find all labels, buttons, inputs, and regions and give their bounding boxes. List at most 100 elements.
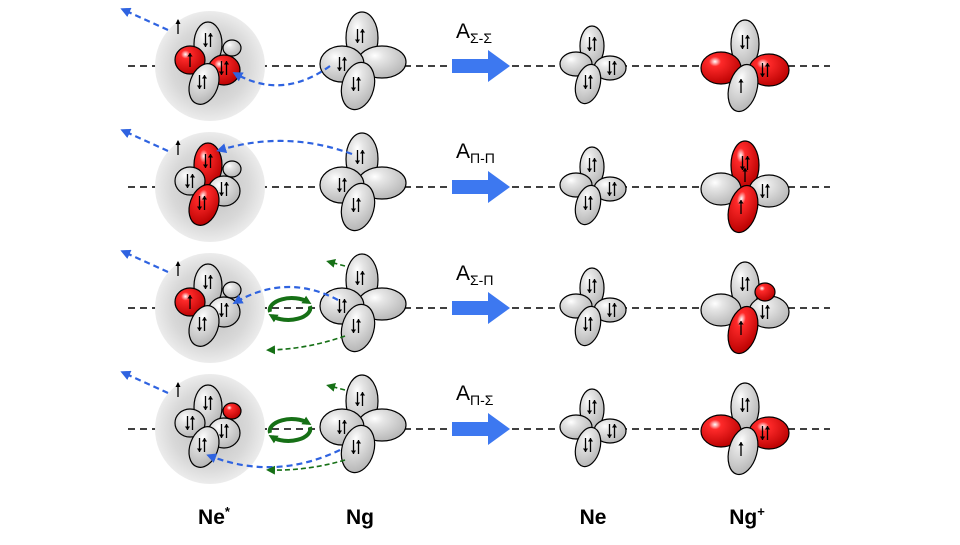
spin-arrowhead xyxy=(611,303,618,307)
spin-arrowhead xyxy=(611,182,618,186)
orbital-lobe-left xyxy=(174,287,206,317)
ne-lobe-right xyxy=(593,55,627,81)
spin-arrowhead xyxy=(355,319,362,323)
ng-lobe-bottom xyxy=(340,61,376,111)
spin-arrowhead xyxy=(223,303,230,307)
spin-arrowhead xyxy=(223,182,230,186)
orbital-lobe-small xyxy=(222,160,242,178)
amplitude-label-row-3: AΣ-Π xyxy=(456,262,494,289)
spin-arrowhead xyxy=(218,192,225,196)
column-label-ne-excited: Ne* xyxy=(198,504,230,529)
orbital-lobe-shape xyxy=(574,426,602,468)
spin-arrowhead xyxy=(587,75,594,79)
ngplus-lobe-bottom xyxy=(727,63,759,113)
ne-lobe-right xyxy=(593,297,627,323)
orbital-lobe-shape xyxy=(574,184,602,226)
spin-arrowhead xyxy=(742,168,748,172)
spin-arrowhead xyxy=(341,420,348,424)
electron-emission-arrow xyxy=(120,128,169,153)
spin-arrowhead xyxy=(196,85,203,89)
spin-arrowhead xyxy=(184,426,191,430)
amplitude-label-row-2: AΠ-Π xyxy=(456,140,495,167)
ngplus-lobe-bottom xyxy=(727,184,759,234)
spin-arrowhead xyxy=(355,77,362,81)
spin-arrowhead xyxy=(341,57,348,61)
spin-arrowhead xyxy=(587,317,594,321)
spin-arrowhead xyxy=(175,140,181,145)
spin-arrowhead xyxy=(591,158,598,162)
orbital-lobe-left xyxy=(174,408,206,438)
spin-arrowhead xyxy=(586,289,593,293)
spin-arrowhead xyxy=(196,448,203,452)
ne-lobe-bottom xyxy=(574,184,602,226)
ngplus-lobe-top xyxy=(730,19,760,69)
spin-arrowhead xyxy=(611,61,618,65)
ng-lobe-bottom xyxy=(340,182,376,232)
spin-arrowhead xyxy=(764,184,771,188)
electron-emission-arrow xyxy=(120,249,169,274)
spin-arrowhead xyxy=(218,71,225,75)
spin-arrowhead xyxy=(759,73,766,77)
ne-lobe-bottom xyxy=(574,305,602,347)
spin-arrowhead xyxy=(586,410,593,414)
spin-arrowhead xyxy=(218,313,225,317)
orbital-lobe-shape xyxy=(727,305,759,355)
spin-arrowhead xyxy=(202,164,209,168)
spin-arrowhead xyxy=(606,313,613,317)
spin-arrowhead xyxy=(336,430,343,434)
spin-arrowhead xyxy=(201,438,208,442)
spin-arrowhead xyxy=(359,150,366,154)
electron-emission-arrow xyxy=(120,7,169,32)
spin-arrowhead xyxy=(354,402,361,406)
spin-arrowhead xyxy=(759,194,766,198)
spin-arrowhead xyxy=(591,400,598,404)
ne-lobe-bottom xyxy=(574,63,602,105)
orbital-lobe-shape xyxy=(727,63,759,113)
spin-arrowhead xyxy=(759,436,766,440)
spin-arrowhead xyxy=(744,277,751,281)
spin-arrowhead xyxy=(587,438,594,442)
spin-arrowhead xyxy=(355,198,362,202)
spin-arrowhead xyxy=(744,156,751,160)
exchange-arrow-upper xyxy=(267,416,312,434)
spin-arrowhead xyxy=(202,43,209,47)
ng-lobe-bottom xyxy=(340,424,376,474)
ngplus-lobe-right xyxy=(748,53,790,87)
orbital-lobe-shape xyxy=(174,166,206,196)
orbital-lobe-shape xyxy=(174,408,206,438)
exchange-electron-path xyxy=(266,335,346,355)
spin-arrowhead xyxy=(184,184,191,188)
spin-arrowhead xyxy=(759,315,766,319)
spin-arrowhead xyxy=(207,33,214,37)
electron-transfer-arrow xyxy=(216,139,353,156)
amplitude-label-row-4: AΠ-Σ xyxy=(456,382,494,409)
spin-arrowhead xyxy=(175,261,181,266)
spin-arrowhead xyxy=(764,305,771,309)
orbital-lobe-shape xyxy=(727,426,759,476)
spin-arrowhead xyxy=(738,321,744,325)
spin-arrowhead xyxy=(207,275,214,279)
spin-arrowhead xyxy=(764,63,771,67)
exchange-arrow-lower xyxy=(268,426,313,444)
exchange-arrow-upper xyxy=(267,295,312,313)
spin-arrowhead xyxy=(582,327,589,331)
spin-arrowhead xyxy=(201,196,208,200)
spin-arrowhead xyxy=(764,426,771,430)
spin-arrowhead xyxy=(744,398,751,402)
spin-arrowhead xyxy=(341,299,348,303)
spin-arrowhead xyxy=(591,37,598,41)
spin-arrowhead xyxy=(350,329,357,333)
spin-arrowhead xyxy=(175,382,181,387)
orbital-lobe-left xyxy=(174,166,206,196)
spin-arrowhead xyxy=(606,192,613,196)
spin-arrowhead xyxy=(606,71,613,75)
spin-arrowhead xyxy=(218,434,225,438)
orbital-lobe-shape xyxy=(754,282,776,302)
exchange-arrow-lower xyxy=(268,305,313,323)
exchange-electron-path xyxy=(326,258,346,268)
exchange-electron-path xyxy=(266,459,346,475)
spin-arrowhead xyxy=(739,408,746,412)
orbital-lobe-shape xyxy=(574,305,602,347)
column-label-ng: Ng xyxy=(346,506,374,529)
